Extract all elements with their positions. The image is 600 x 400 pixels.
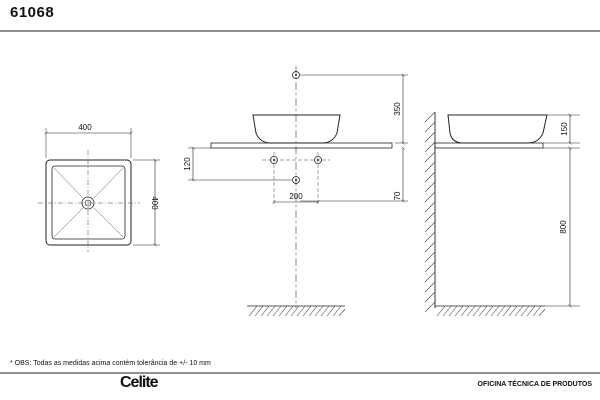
dim-label-120: 120 — [183, 157, 192, 171]
slope-line — [53, 167, 84, 199]
dim-label-350: 350 — [393, 102, 402, 116]
slope-line — [93, 207, 124, 238]
countertop — [210, 142, 393, 149]
dim-label-width: 400 — [78, 123, 92, 132]
basin-outer — [45, 159, 132, 246]
floor-hatch — [436, 305, 546, 317]
basin-side — [447, 114, 548, 144]
countertop-side — [434, 142, 544, 149]
brand-logo: Celite — [120, 374, 159, 391]
dim-label-depth: 400 — [150, 196, 159, 210]
tolerance-note: * OBS: Todas as medidas acima contém tol… — [10, 360, 211, 367]
slope-line — [53, 207, 84, 238]
fixing-point-icon — [292, 71, 300, 79]
dim-label-800: 800 — [559, 220, 568, 234]
side-elevation: 150 800 — [424, 111, 580, 317]
basin-inner — [51, 165, 126, 240]
front-elevation: 350 70 120 200 — [183, 66, 408, 317]
dim-label-70: 70 — [393, 191, 402, 200]
slope-line — [93, 167, 124, 199]
fixing-point-icon — [314, 156, 322, 164]
office-label: OFICINA TÉCNICA DE PRODUTOS — [477, 381, 592, 388]
product-code: 61068 — [10, 4, 55, 21]
fixing-point-icon — [292, 176, 300, 184]
basin-elevation — [252, 114, 341, 144]
plan-view: 400 400 — [38, 123, 160, 252]
dim-label-150: 150 — [560, 122, 569, 136]
dim-label-200: 200 — [289, 192, 303, 201]
wall-hatch — [424, 111, 436, 313]
floor-hatch — [248, 305, 346, 317]
